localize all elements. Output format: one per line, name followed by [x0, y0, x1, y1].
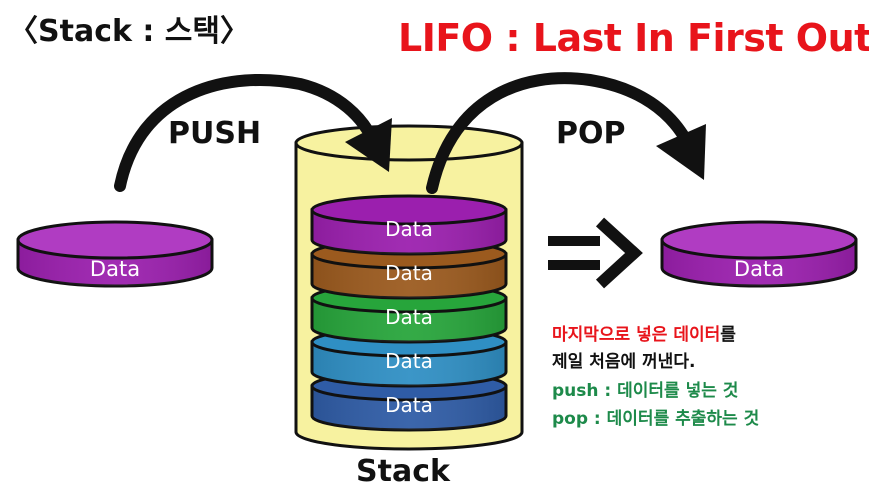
- pop-label: POP: [556, 116, 626, 151]
- stack-disk-label: Data: [385, 261, 433, 285]
- stack-disk-label: Data: [385, 305, 433, 329]
- lifo-title: LIFO : Last In First Out: [398, 16, 869, 60]
- description-particle: 를: [720, 325, 736, 345]
- left-data-disk: Data: [16, 220, 214, 288]
- push-arrow: [114, 73, 392, 192]
- right-disk-label: Data: [734, 257, 784, 281]
- description-line-1: 마지막으로 넣은 데이터를: [552, 320, 736, 345]
- description-highlight: 마지막으로 넣은 데이터: [552, 325, 721, 345]
- left-disk-label: Data: [90, 257, 140, 281]
- stack-disk-label: Data: [385, 349, 433, 373]
- page-title: 〈Stack : 스택〉: [8, 14, 251, 49]
- pop-arrow: [426, 72, 706, 194]
- description-pop: pop : 데이터를 추출하는 것: [552, 409, 760, 429]
- implication-arrow: [548, 217, 643, 289]
- stack-disk-1: Data: [310, 194, 508, 256]
- description-line-2: 제일 처음에 꺼낸다.: [552, 352, 696, 372]
- description-push: push : 데이터를 넣는 것: [552, 381, 739, 401]
- push-label: PUSH: [168, 116, 262, 151]
- right-data-disk: Data: [660, 220, 858, 288]
- stack-disk-label: Data: [385, 217, 433, 241]
- stack-disk-label: Data: [385, 393, 433, 417]
- stack-label: Stack: [356, 454, 450, 489]
